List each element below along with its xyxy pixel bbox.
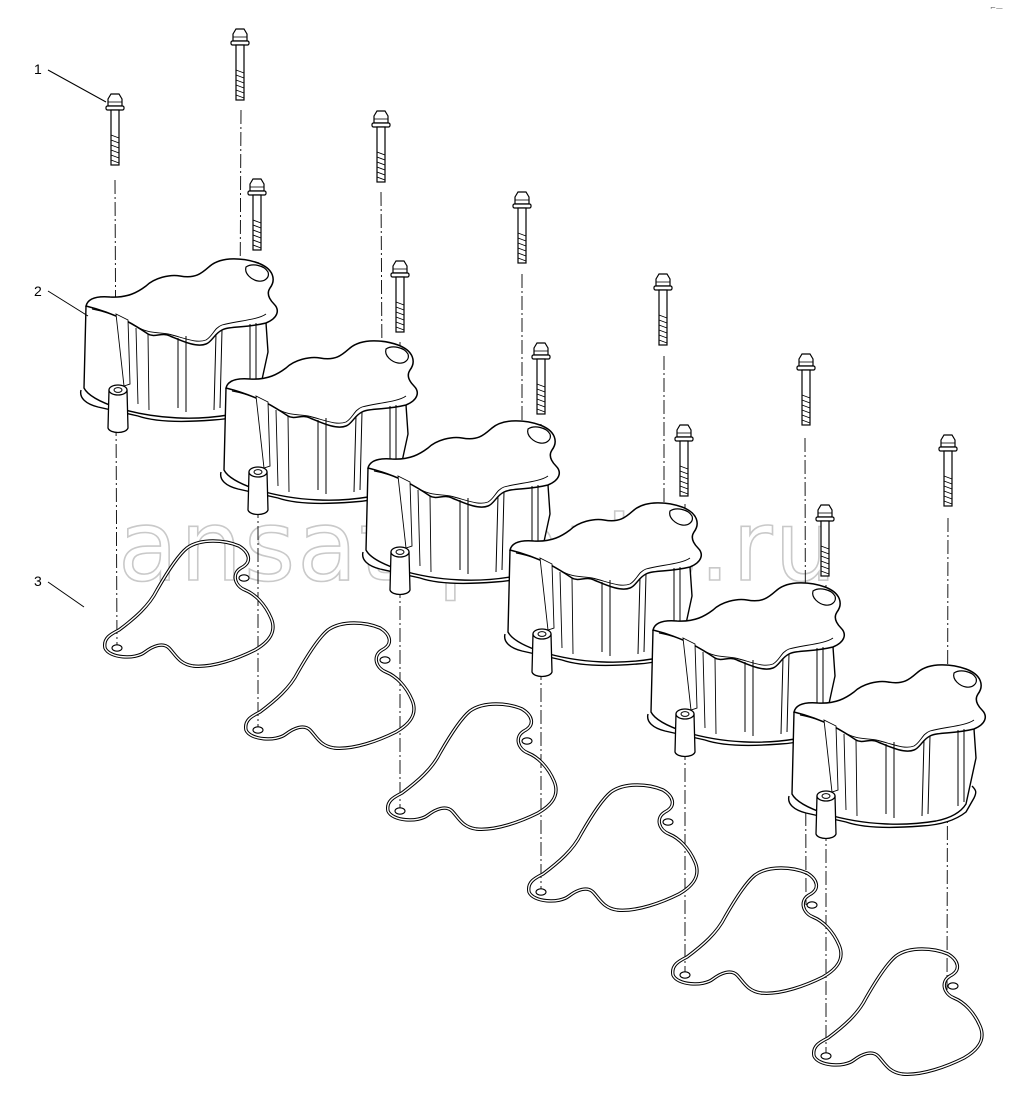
gasket-part — [811, 947, 984, 1076]
gasket-part — [526, 783, 699, 912]
bolt-part — [371, 110, 391, 183]
bolt-part — [531, 342, 551, 415]
bolt-part — [105, 93, 125, 166]
callout-label-3: 3 — [34, 573, 42, 589]
gasket-part — [385, 702, 558, 831]
bolt-part — [653, 273, 673, 346]
gasket-part — [670, 866, 843, 995]
bolt-part — [796, 353, 816, 426]
callout-leaders — [47, 69, 107, 608]
bolt-part — [247, 178, 267, 251]
bolt-part — [674, 424, 694, 497]
callout-label-1: 1 — [34, 61, 42, 77]
bolt-part — [390, 260, 410, 333]
bolt-part — [230, 28, 250, 101]
bolt-part — [938, 434, 958, 507]
bolt-part — [512, 191, 532, 264]
corner-mark: ⌐— — [990, 4, 1003, 12]
callout-label-2: 2 — [34, 283, 42, 299]
gasket-part — [243, 621, 416, 750]
